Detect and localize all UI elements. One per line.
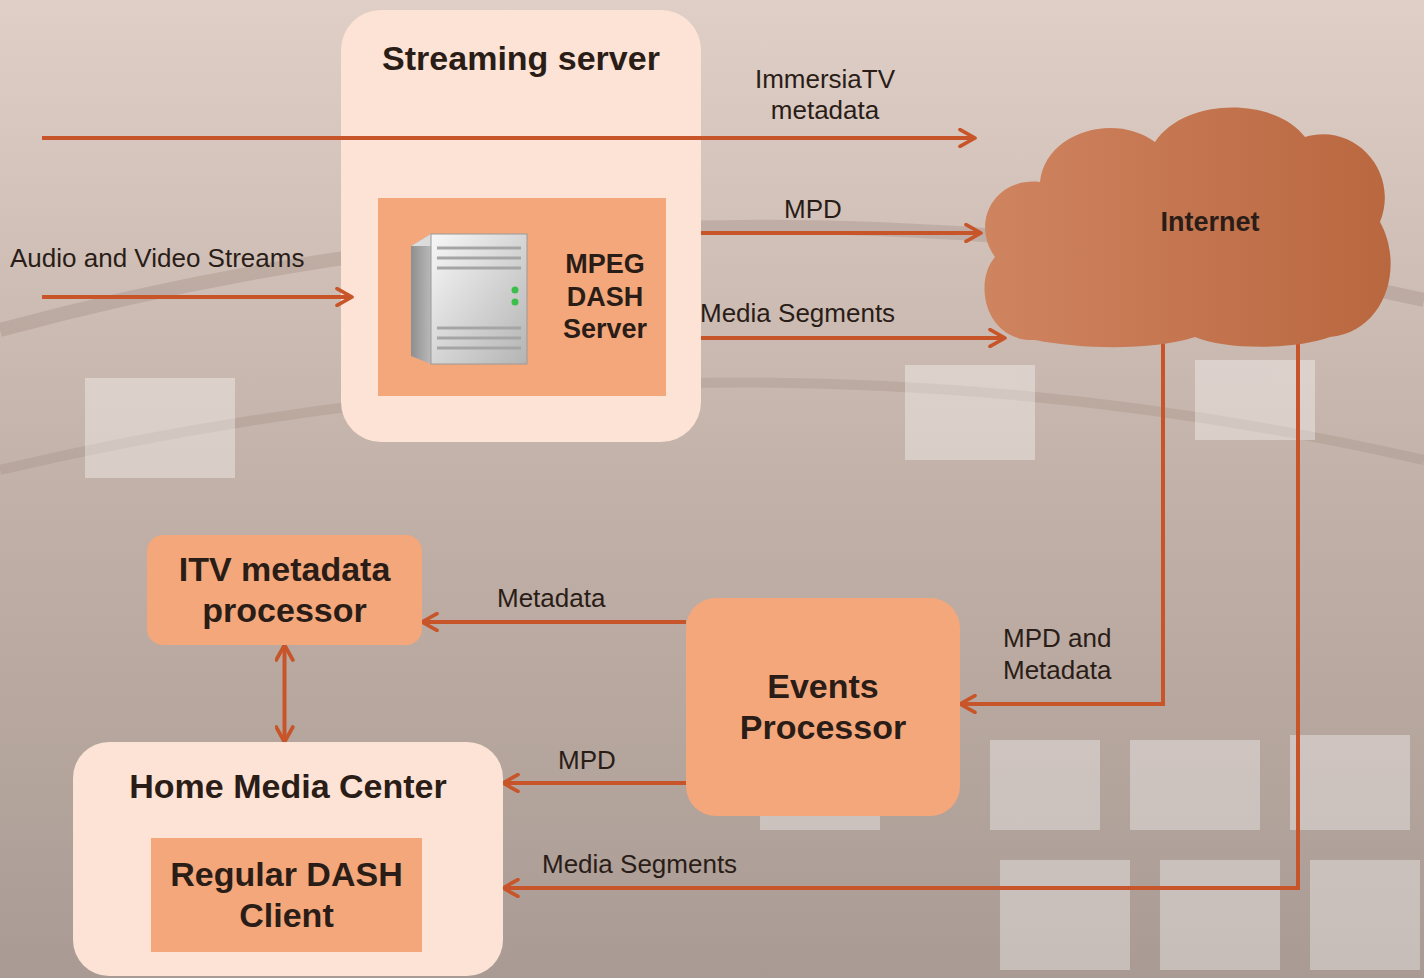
server-group: Streaming server MPEG DASH Server — [341, 10, 701, 442]
signal-label: Audio and Video Streams — [10, 243, 304, 274]
flow-arrow — [666, 336, 1005, 340]
edge-label: Media Segments — [542, 848, 737, 880]
edge-label: Metadata — [497, 582, 605, 614]
metadata-wire — [42, 136, 975, 140]
flow-arrow — [666, 231, 981, 235]
node-label: Events Processor — [698, 666, 948, 749]
node-label: Regular DASH Client — [163, 854, 410, 937]
edge-label: MPD — [558, 744, 616, 776]
dash-server-box: MPEG DASH Server — [378, 198, 666, 396]
client-box: Regular DASH Client — [151, 838, 422, 952]
node-label: MPEG DASH Server — [550, 248, 660, 347]
node-label: Internet — [1160, 206, 1259, 239]
node-label: ITV metadata processor — [159, 549, 410, 632]
stream-wire — [42, 295, 352, 299]
process-box: Events Processor — [686, 598, 960, 816]
internet-cloud: Internet — [975, 92, 1395, 352]
group-heading: Streaming server — [341, 10, 701, 79]
edge-label: MPD — [784, 193, 842, 225]
group-heading: Home Media Center — [73, 742, 503, 807]
flow-arrow — [283, 645, 287, 742]
process-box: ITV metadata processor — [147, 535, 422, 645]
edge-label: MPD and Metadata — [1003, 622, 1153, 686]
flow-arrow — [960, 340, 1163, 704]
flow-arrow — [422, 620, 686, 624]
media-center-group: Home Media CenterRegular DASH Client — [73, 742, 503, 976]
server-icon — [407, 230, 531, 366]
signal-label: ImmersiaTV metadata — [725, 64, 925, 126]
flow-arrow — [503, 781, 686, 785]
edge-label: Media Segments — [700, 297, 895, 329]
cloud-outline — [984, 108, 1390, 348]
